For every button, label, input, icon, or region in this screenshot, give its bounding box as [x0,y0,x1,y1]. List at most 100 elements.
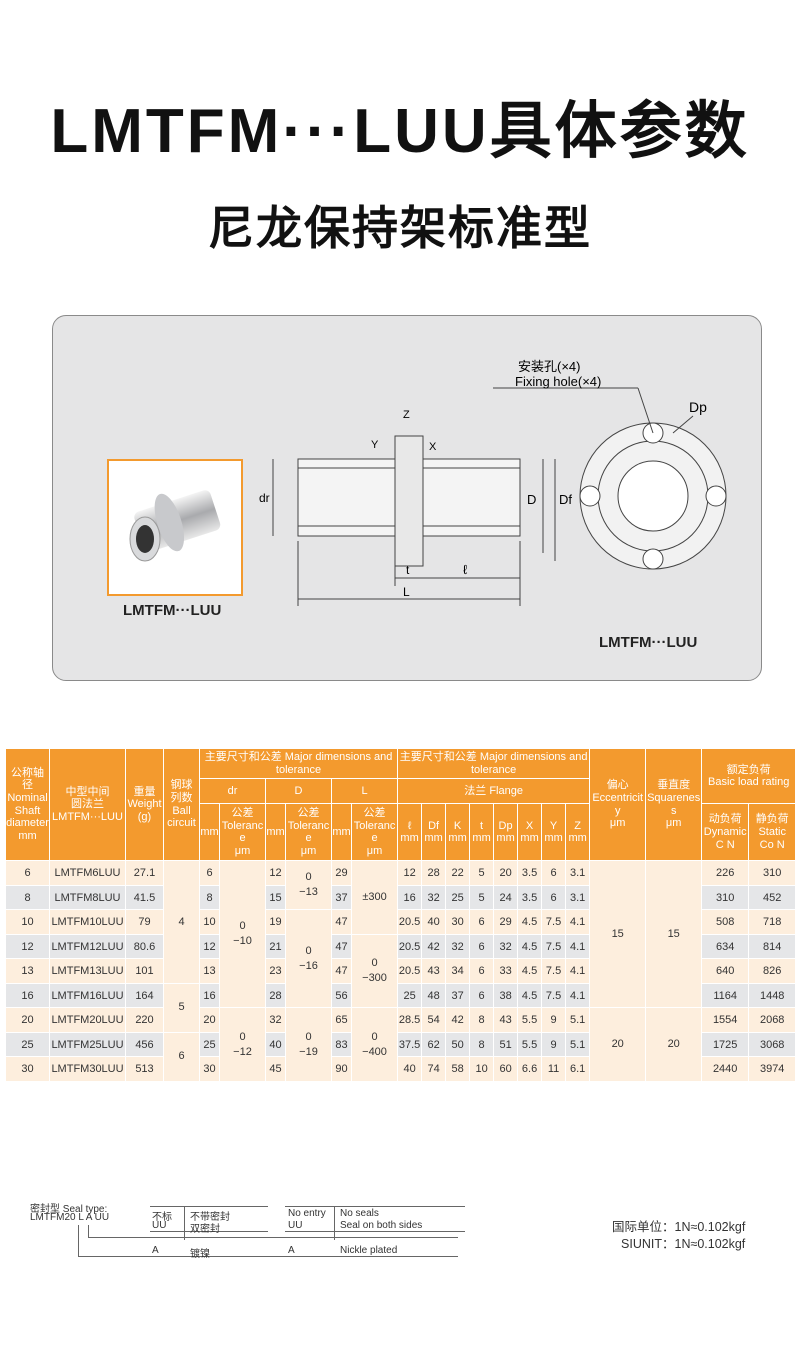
header-dr-mm: mm [199,803,220,862]
group-value: 0 [239,920,246,933]
header-dr: dr [199,778,266,805]
unit-en: SIUNIT：1N≈0.102kgf [621,1237,746,1251]
header-line: 动负荷 [708,813,742,826]
header-label: Dp [498,819,513,832]
table-cell: 90 [331,1056,352,1082]
label-z: Z [403,409,410,421]
table-cell: 28.5 [397,1007,423,1033]
header-line: 垂直度 [657,779,691,792]
table-cell: 32 [421,884,447,911]
header-unit: mm [520,832,539,845]
table-cell: 45 [265,1056,286,1082]
table-cell: 20 [199,1007,220,1033]
table-cell: 28 [265,982,286,1009]
table-cell: 20 [5,1007,50,1033]
table-cell: 42 [445,1007,471,1033]
header-flange: 法兰 Flange [397,778,591,805]
header-line: 公差 [231,807,254,819]
D-group-cell: 0−13 [285,860,332,911]
group-value: 15 [611,927,624,940]
hole-label-en: Fixing hole(×4) [515,374,601,389]
header-line: Weight [127,798,162,811]
table-cell: LMTFM16LUU [49,982,126,1009]
table-cell: 452 [748,884,797,911]
table-cell: 34 [445,958,471,984]
table-cell: 1725 [701,1031,750,1058]
table-cell: 4.1 [565,933,591,960]
header-line: 公称轴径 [11,766,44,792]
table-cell: 41.5 [125,884,164,911]
table-cell: LMTFM12LUU [49,933,126,960]
header-line: μm [300,844,317,857]
table-cell: 32 [493,933,519,960]
table-cell: 634 [701,933,750,960]
table-cell: 12 [397,860,423,886]
table-cell: 8 [469,1007,495,1033]
header-line: 公差 [363,807,386,819]
table-cell: 80.6 [125,933,164,960]
table-cell: 11 [541,1056,567,1082]
table-cell: 79 [125,909,164,935]
group-value: −12 [233,1045,252,1058]
table-cell: 8 [5,884,50,911]
header-line: 钢球 [170,779,193,792]
table-cell: 513 [125,1056,164,1082]
table-cell: 7.5 [541,933,567,960]
ecc-group-cell: 20 [589,1007,647,1082]
header-D: D [265,778,332,805]
seal-option-text: 镀镍 [190,1249,210,1260]
table-cell: 22 [445,860,471,886]
group-value: ±300 [362,891,387,904]
seal-option-text: Seal on both sides [340,1220,423,1231]
table-cell: 47 [331,933,352,960]
seal-code: LMTFM20 L A UU [30,1212,110,1223]
table-cell: 74 [421,1056,447,1082]
seal-option-text: UU [152,1220,167,1231]
header-line: μm [234,844,251,857]
table-cell: 6 [541,884,567,911]
header-line: mm [18,829,37,842]
table-cell: 38 [493,982,519,1009]
group-value: 6 [178,1050,185,1063]
table-cell: 1448 [748,982,797,1009]
table-cell: 13 [5,958,50,984]
ecc-group-cell: 15 [589,860,647,1009]
L-group-cell: ±300 [350,860,399,935]
header-line: μm [665,817,682,830]
table-cell: 101 [125,958,164,984]
page-title: LMTFM···LUU具体参数 [50,97,750,166]
dr-group-cell: 0−10 [219,860,266,1009]
table-cell: 65 [331,1007,352,1033]
header-unit: mm [472,832,491,845]
L-group-cell: 0−300 [350,933,399,1009]
table-cell: 30 [445,909,471,935]
header-label: ℓ [407,819,412,832]
header-line: Ball [172,804,191,817]
group-value: −19 [299,1045,318,1058]
group-value: −16 [299,959,318,972]
table-cell: LMTFM25LUU [49,1031,126,1058]
header-line: C N [715,838,735,851]
header-line: diameter [6,817,49,830]
table-cell: 25 [397,982,423,1009]
group-value: 0 [305,871,312,884]
header-line: 静负荷 [755,813,789,826]
table-cell: LMTFM30LUU [49,1056,126,1082]
group-value: 0 [305,1030,312,1043]
table-cell: 2440 [701,1056,750,1082]
photo-caption: LMTFM···LUU [123,602,222,619]
table-cell: 25 [199,1031,220,1058]
header-unit: mm [496,832,515,845]
seal-option-text: No entry [288,1208,326,1219]
table-cell: 5.5 [517,1007,543,1033]
header-label: X [525,819,534,832]
table-cell: 27.1 [125,860,164,886]
